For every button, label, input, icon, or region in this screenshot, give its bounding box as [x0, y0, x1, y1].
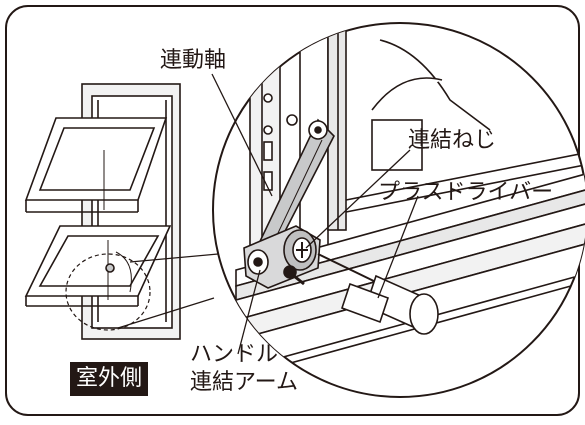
leader-lines [211, 73, 419, 355]
detail-mechanism [235, 29, 585, 379]
label-connecting-arm: 連結アーム [190, 370, 299, 395]
exterior-side-badge: 室外側 [70, 362, 148, 396]
label-handle: ハンドル [190, 342, 279, 367]
zoom-area-marker [65, 253, 151, 331]
zoom-connector-top [129, 253, 219, 263]
zoom-connector-bottom [117, 297, 215, 329]
label-interlock-shaft: 連動軸 [160, 48, 227, 73]
window-overview [24, 83, 181, 340]
label-connecting-screw: 連結ねじ [408, 128, 497, 153]
label-plus-screwdriver: プラスドライバー [378, 180, 554, 205]
